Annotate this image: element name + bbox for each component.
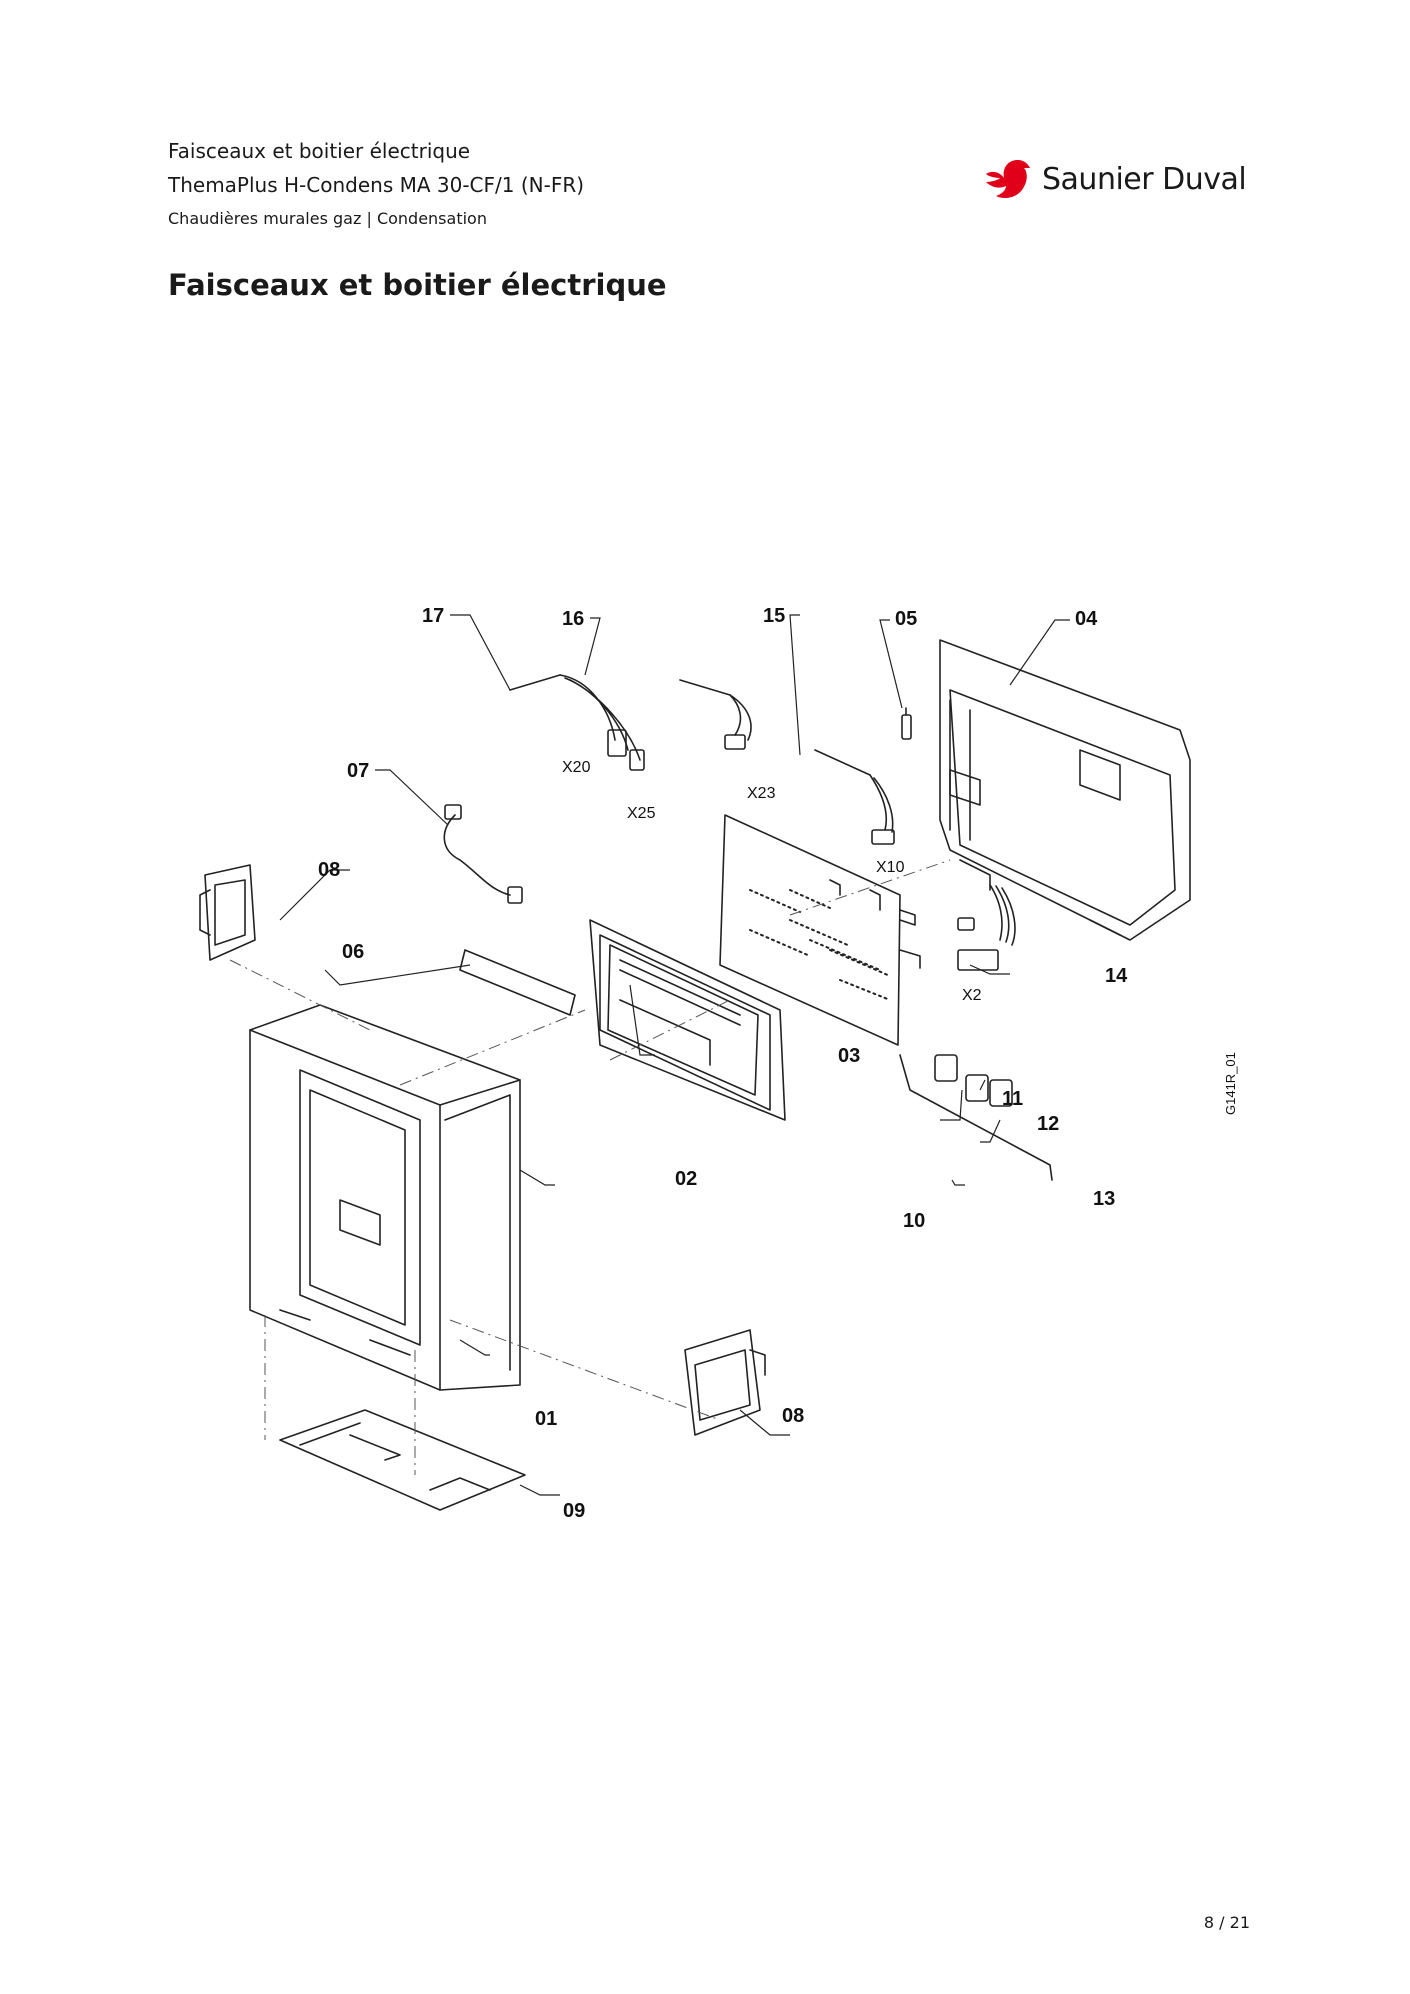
brand-logo: Saunier Duval — [982, 156, 1247, 202]
part-08-left-bracket — [199, 864, 256, 961]
callout-05: 05 — [895, 608, 917, 630]
callout-16: 16 — [562, 608, 584, 630]
part-04-rear-casing — [939, 639, 1191, 941]
part-08-right-bracket — [684, 1329, 766, 1436]
callout-08b: 08 — [782, 1405, 804, 1427]
callout-03: 03 — [838, 1045, 860, 1067]
drawing-reference: G141R_01 — [1223, 1052, 1238, 1115]
header-product-name: ThemaPlus H-Condens MA 30-CF/1 (N-FR) — [168, 173, 585, 197]
callout-06: 06 — [342, 941, 364, 963]
part-01-main-housing — [249, 1004, 521, 1391]
callout-07: 07 — [347, 760, 369, 782]
callout-15: 15 — [763, 605, 785, 627]
callout-02: 02 — [675, 1168, 697, 1190]
callout-04: 04 — [1075, 608, 1098, 630]
connector-x25: X25 — [627, 805, 656, 822]
red-bird-logo-icon — [986, 160, 1030, 198]
part-17-harness — [509, 674, 645, 771]
part-15-harness — [814, 749, 895, 845]
page-title: Faisceaux et boitier électrique — [168, 268, 667, 302]
callout-01: 01 — [535, 1408, 557, 1430]
document-header: Faisceaux et boitier électrique ThemaPlu… — [168, 134, 584, 236]
header-section-title: Faisceaux et boitier électrique — [168, 139, 471, 163]
part-06-cover-strip — [459, 949, 576, 1016]
part-07-harness — [443, 804, 523, 904]
callout-12: 12 — [1037, 1113, 1059, 1135]
callout-08a: 08 — [318, 859, 340, 881]
exploded-parts-diagram: 17 16 15 05 04 07 08 06 14 03 11 12 02 1… — [199, 605, 1238, 1522]
part-10-terminal-group — [899, 1054, 1053, 1181]
connector-x10: X10 — [876, 859, 905, 876]
callout-10: 10 — [903, 1210, 925, 1232]
connector-x23: X23 — [747, 785, 776, 802]
part-09-base-plate — [279, 1409, 526, 1511]
callout-17: 17 — [422, 605, 444, 627]
page-number: 8 / 21 — [1203, 1913, 1250, 1932]
callout-09: 09 — [563, 1500, 585, 1522]
part-02-display-frame — [589, 919, 786, 1121]
header-category: Chaudières murales gaz | Condensation — [168, 209, 487, 228]
connector-x2: X2 — [962, 987, 982, 1004]
callout-11: 11 — [1002, 1088, 1023, 1110]
callout-13: 13 — [1093, 1188, 1115, 1210]
part-03-circuit-board — [719, 814, 921, 1046]
brand-name: Saunier Duval — [1042, 161, 1247, 197]
part-05-fuse — [901, 707, 912, 740]
connector-x20: X20 — [562, 759, 591, 776]
part-16-harness — [679, 679, 752, 750]
callout-14: 14 — [1105, 965, 1128, 987]
part-14-harness — [957, 884, 1016, 971]
